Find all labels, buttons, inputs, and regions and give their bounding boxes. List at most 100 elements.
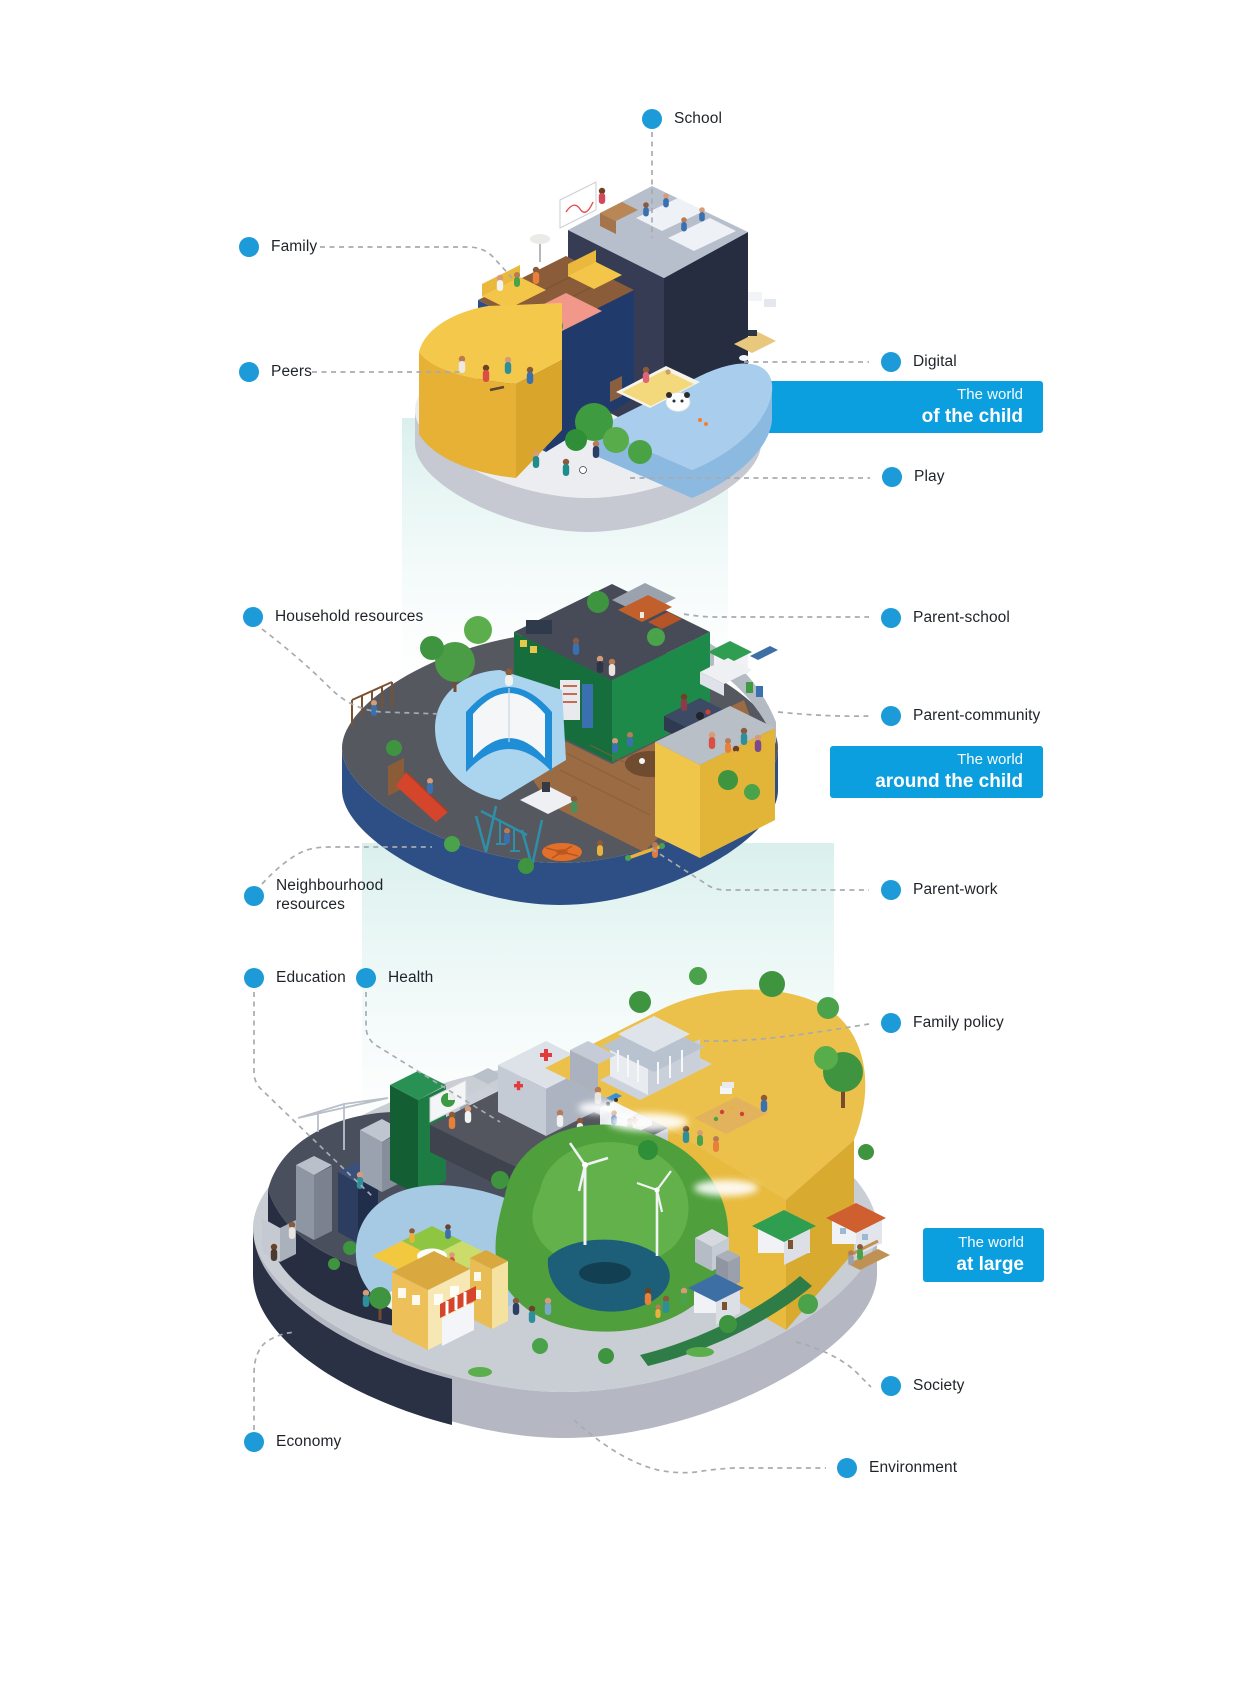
callout-education: Education (244, 968, 346, 988)
callout-label: Family policy (913, 1014, 1004, 1031)
callout-label: Education (276, 969, 346, 986)
callout-society: Society (881, 1376, 965, 1396)
student-figure (681, 217, 687, 232)
bush-icon (328, 1258, 340, 1270)
picnic-figure (682, 1125, 690, 1143)
kid-figure (597, 840, 603, 856)
neighbour-figure (754, 734, 762, 752)
bench-icon (848, 1249, 890, 1270)
bush-icon (603, 427, 629, 453)
wind-turbine-icon (568, 1142, 609, 1245)
callout-lines (253, 132, 872, 1474)
teen-figure (504, 356, 512, 374)
callout-line-family-policy (703, 1023, 870, 1042)
tree-icon (798, 1294, 818, 1314)
kid-figure (504, 828, 510, 844)
tree-icon (647, 628, 665, 646)
cloud-icon (694, 1180, 758, 1196)
cloud-icon (608, 1113, 688, 1131)
callout-label: Health (388, 969, 434, 986)
callout-economy: Economy (244, 1432, 341, 1452)
callout-label: Family (271, 238, 318, 255)
callout-dot (881, 1013, 901, 1033)
skyscraper-icon (360, 1130, 382, 1192)
callout-parent-school: Parent-school (881, 608, 1010, 628)
callout-household-resources: Household resources (243, 607, 423, 627)
green-roof-house-icon (708, 641, 752, 663)
picnic-figure (697, 1130, 703, 1146)
teen-figure (458, 355, 466, 373)
callout-dot (243, 607, 263, 627)
family-figure (514, 272, 520, 287)
shopper-figure (544, 1297, 552, 1315)
neighbour-figure (644, 1287, 652, 1305)
callout-dot (882, 467, 902, 487)
teacher-figure (598, 187, 606, 204)
monkey-bars-icon (351, 681, 393, 726)
food-boxes-icon (720, 1086, 732, 1094)
family-figure (496, 274, 504, 291)
callout-dot (239, 237, 259, 257)
shop-building-icon (392, 1251, 470, 1290)
callout-label: Household resources (275, 608, 424, 625)
banner-world-at-large: The world at large (923, 1228, 1044, 1282)
callout-label: Society (913, 1377, 965, 1394)
teen-figure (482, 364, 490, 382)
callout-label: School (674, 110, 722, 127)
cooking-pan-icon (705, 709, 711, 715)
parent-cooking-figure (680, 693, 688, 711)
parent-figure (572, 637, 580, 655)
parent-figure (608, 658, 616, 676)
trees (420, 616, 492, 692)
banner-world-of-the-child: The world of the child (752, 381, 1043, 433)
bookshelf-icon (560, 680, 580, 720)
callout-label: Parent-school (913, 609, 1010, 626)
callout-line-environment (573, 1419, 826, 1474)
red-cross-icon (544, 1049, 548, 1061)
shopper-figure (512, 1297, 520, 1315)
callout-dot (239, 362, 259, 382)
student-figure (663, 193, 669, 208)
market-stall-icon (442, 1302, 474, 1346)
callout-line-household-resources (261, 628, 443, 715)
child-figure (642, 366, 650, 383)
callout-line-economy (253, 1331, 297, 1430)
play-area (532, 403, 652, 476)
family-figure (532, 266, 540, 284)
panda-rug-icon (665, 392, 691, 412)
person-at-desk-figure (570, 795, 578, 813)
shelf-box (764, 299, 776, 307)
door-icon (582, 684, 593, 728)
bush-icon (518, 858, 534, 874)
callout-digital: Digital (881, 352, 957, 372)
teen-figure (526, 366, 534, 384)
environment-area (491, 1124, 740, 1332)
mother-with-pram-figure (594, 1086, 602, 1104)
banner-line2: of the child (921, 406, 1023, 428)
reader-figure (505, 668, 513, 686)
recycle-bin-icon (756, 686, 763, 697)
crane-icon (297, 1097, 389, 1150)
tree-icon (817, 997, 839, 1019)
recycle-bin-icon (746, 682, 753, 693)
picnic-figure (760, 1094, 768, 1112)
tree-icon (744, 784, 760, 800)
kid-figure (427, 778, 433, 794)
skateboard-icon (489, 385, 505, 392)
bush-icon (575, 403, 613, 441)
tree-icon (689, 967, 707, 985)
tree-icon (638, 1140, 658, 1160)
whiteboard-icon (559, 181, 597, 229)
awning-icon (440, 1286, 476, 1318)
tree-icon (369, 1287, 391, 1309)
tree-icon (491, 1171, 509, 1189)
computer-desk-icon (520, 786, 576, 814)
sofa-icon (482, 277, 546, 309)
callout-family-policy: Family policy (881, 1013, 1004, 1033)
island-world-around-the-child (342, 583, 778, 905)
green-office-tower-icon (390, 1085, 418, 1195)
wind-turbine-icon (636, 1170, 672, 1256)
callout-dot (642, 109, 662, 129)
